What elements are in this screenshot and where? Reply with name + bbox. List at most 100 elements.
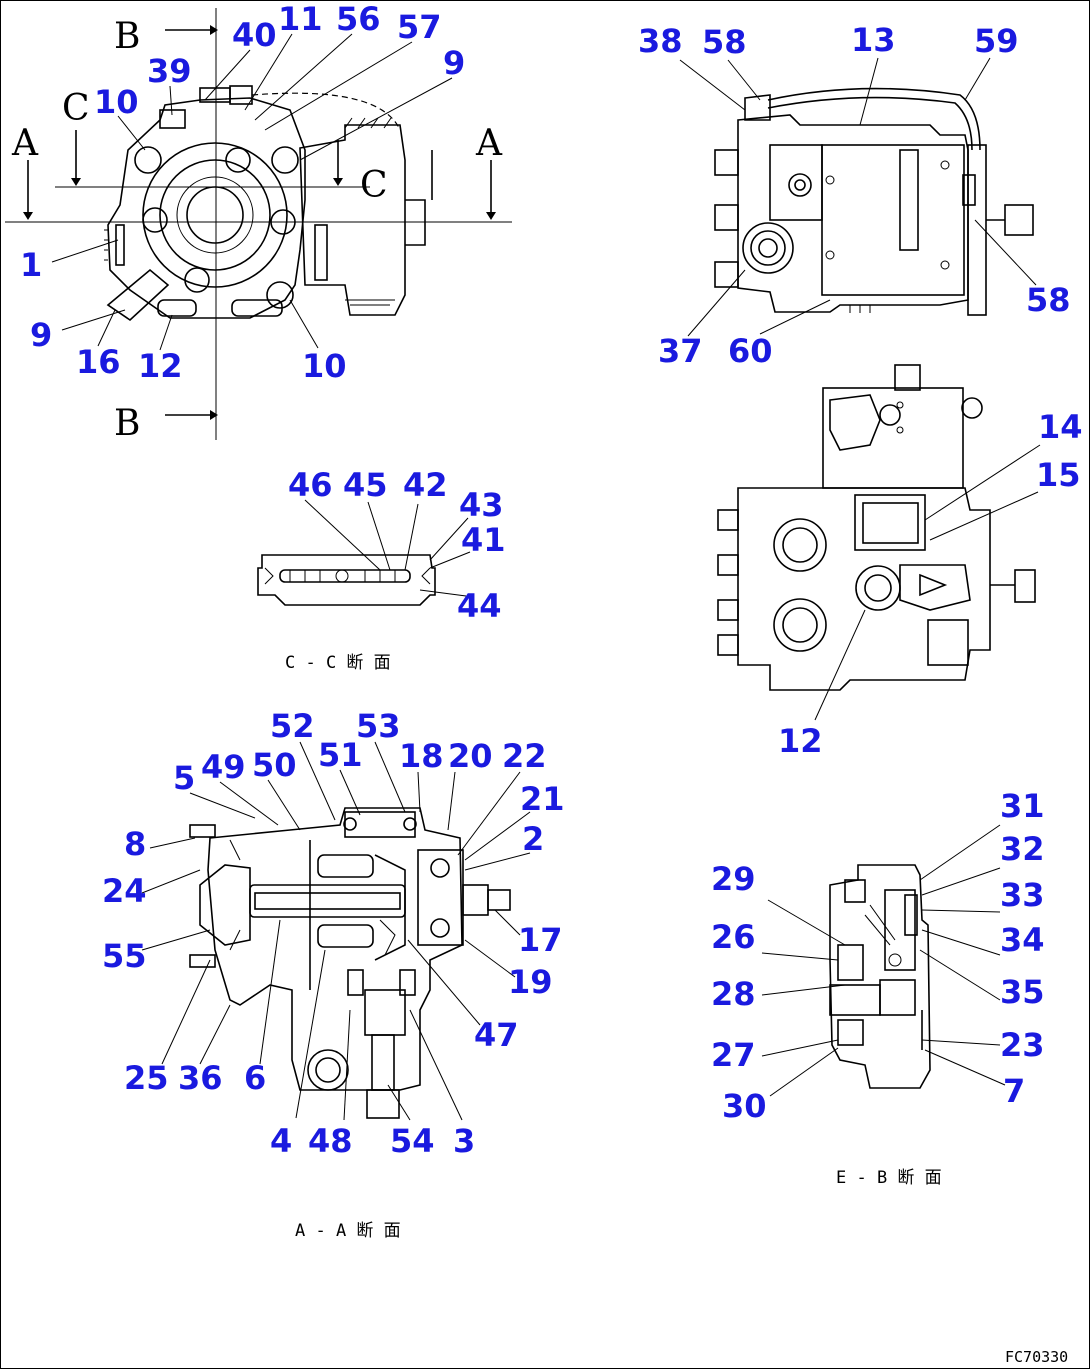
callout-number: 8 xyxy=(124,825,146,863)
leader-line xyxy=(921,1039,1001,1046)
callout-number: 50 xyxy=(252,746,297,784)
leader-line xyxy=(199,1004,231,1065)
leader-line xyxy=(374,741,406,813)
callouts-rear-view: 14 15 12 xyxy=(778,408,1083,760)
leader-line xyxy=(159,314,173,351)
callout-number: 46 xyxy=(288,466,333,504)
callout-number: 31 xyxy=(1000,787,1045,825)
callout-number: 48 xyxy=(308,1122,353,1160)
leader-line xyxy=(387,1084,411,1121)
section-markers: B B C C A A xyxy=(11,16,503,444)
callout-number: 57 xyxy=(397,8,442,46)
caption-section-aa: A - A 断 面 xyxy=(295,1221,401,1241)
section-marker-a-right: A xyxy=(475,123,503,164)
leader-line xyxy=(727,59,761,101)
drawing-code: FC70330 xyxy=(1005,1348,1068,1366)
callout-number: 60 xyxy=(728,332,773,370)
leader-line xyxy=(769,1047,839,1097)
callout-number: 15 xyxy=(1036,456,1081,494)
callout-number: 43 xyxy=(459,486,504,524)
callout-number: 13 xyxy=(851,21,896,59)
callout-number: 5 xyxy=(173,759,195,797)
callout-number: 12 xyxy=(138,347,183,385)
callout-number: 38 xyxy=(638,22,683,60)
callout-number: 24 xyxy=(102,872,147,910)
leader-line xyxy=(407,939,481,1026)
callout-number: 3 xyxy=(453,1122,475,1160)
callout-number: 22 xyxy=(502,737,547,775)
leader-line xyxy=(464,811,531,861)
leader-line xyxy=(464,852,531,871)
callout-number: 10 xyxy=(94,83,139,121)
callout-number: 4 xyxy=(270,1122,292,1160)
callout-number: 12 xyxy=(778,722,823,760)
leader-line xyxy=(141,929,211,951)
leader-line xyxy=(264,41,413,131)
leader-line xyxy=(759,299,831,335)
leader-line xyxy=(859,57,879,126)
callout-number: 9 xyxy=(443,44,465,82)
callout-number: 1 xyxy=(20,246,42,284)
leader-line xyxy=(304,499,381,571)
leader-line xyxy=(447,771,456,831)
callout-number: 40 xyxy=(232,16,277,54)
callout-number: 41 xyxy=(461,521,506,559)
leader-line xyxy=(919,824,1001,881)
callouts-side-view: 38 58 13 59 58 37 60 xyxy=(638,21,1071,370)
callout-number: 39 xyxy=(147,52,192,90)
callout-number: 44 xyxy=(457,587,502,625)
callouts-section-eb: 31 32 29 33 26 34 28 35 27 23 30 7 xyxy=(711,787,1045,1125)
callout-number: 53 xyxy=(356,707,401,745)
leader-line xyxy=(97,309,116,347)
callout-number: 9 xyxy=(30,316,52,354)
callout-number: 32 xyxy=(1000,830,1045,868)
leader-line xyxy=(464,939,516,978)
leader-line xyxy=(367,501,391,571)
section-marker-b-bottom: B xyxy=(114,403,140,444)
caption-section-eb: E - B 断 面 xyxy=(836,1168,942,1188)
leader-line xyxy=(51,239,119,263)
callout-number: 7 xyxy=(1003,1072,1025,1110)
leader-line xyxy=(189,792,256,819)
side-view xyxy=(714,87,1034,316)
leader-lines xyxy=(51,33,1041,1121)
callout-number: 59 xyxy=(974,22,1019,60)
section-aa xyxy=(189,807,511,1119)
leader-line xyxy=(924,444,1041,521)
callout-number: 21 xyxy=(520,780,565,818)
callout-number: 36 xyxy=(178,1059,223,1097)
leader-line xyxy=(494,909,521,936)
callout-number: 35 xyxy=(1000,973,1045,1011)
callout-number: 55 xyxy=(102,937,147,975)
leader-line xyxy=(921,867,1001,896)
callout-number: 16 xyxy=(76,343,121,381)
leader-line xyxy=(929,491,1039,541)
leader-line xyxy=(289,299,319,349)
section-marker-a-left: A xyxy=(11,123,39,164)
section-marker-c-right: C xyxy=(360,165,388,206)
leader-line xyxy=(61,309,126,331)
callout-number: 6 xyxy=(244,1059,266,1097)
section-eb xyxy=(829,864,931,1089)
callout-number: 2 xyxy=(522,820,544,858)
leader-line xyxy=(457,771,521,856)
callout-number: 33 xyxy=(1000,876,1045,914)
callout-number: 17 xyxy=(518,921,563,959)
callout-number: 42 xyxy=(403,466,448,504)
callout-number: 51 xyxy=(318,736,363,774)
leader-line xyxy=(919,949,1001,1001)
leader-line xyxy=(964,57,991,101)
leader-line xyxy=(404,503,419,571)
leader-line xyxy=(141,869,201,894)
leader-line xyxy=(417,771,421,813)
rear-view xyxy=(717,364,1036,691)
leader-line xyxy=(921,929,1001,956)
leader-line xyxy=(204,49,251,101)
callout-number: 30 xyxy=(722,1087,767,1125)
callout-number: 11 xyxy=(278,0,323,38)
leader-line xyxy=(429,517,469,561)
callout-number: 49 xyxy=(201,748,246,786)
leader-line xyxy=(219,781,279,826)
leader-line xyxy=(429,551,471,569)
